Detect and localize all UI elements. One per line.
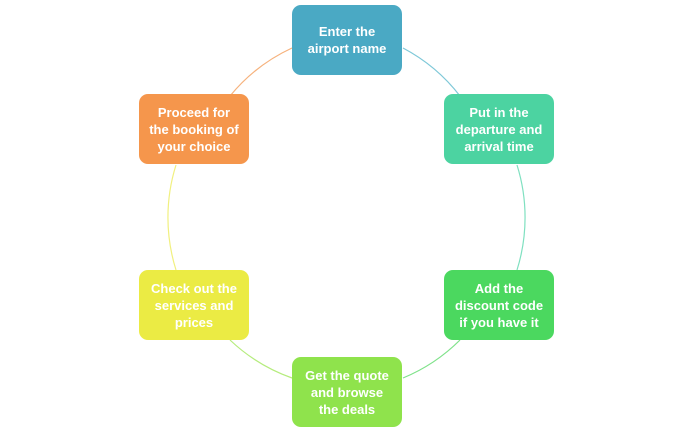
step-add-discount-code: Add the discount code if you have it	[444, 270, 554, 340]
step-get-quote-browse-deals: Get the quote and browse the deals	[292, 357, 402, 427]
step-enter-airport-name: Enter the airport name	[292, 5, 402, 75]
step-label: Enter the airport name	[307, 24, 387, 56]
step-label: Put in the departure and arrival time	[455, 104, 543, 154]
step-check-services-prices: Check out the services and prices	[139, 270, 249, 340]
step-label: Add the discount code if you have it	[454, 280, 544, 330]
step-proceed-booking: Proceed for the booking of your choice	[139, 94, 249, 164]
step-put-departure-arrival-time: Put in the departure and arrival time	[444, 94, 554, 164]
step-label: Check out the services and prices	[151, 280, 237, 330]
connector-arc-4	[229, 339, 293, 379]
connector-arc-2	[516, 164, 526, 271]
connector-arc-1	[402, 47, 461, 97]
connector-arc-5	[167, 164, 177, 271]
step-label: Proceed for the booking of your choice	[149, 104, 239, 154]
connector-arc-6	[229, 47, 293, 97]
step-label: Get the quote and browse the deals	[305, 367, 389, 417]
connector-arc-3	[402, 339, 461, 379]
